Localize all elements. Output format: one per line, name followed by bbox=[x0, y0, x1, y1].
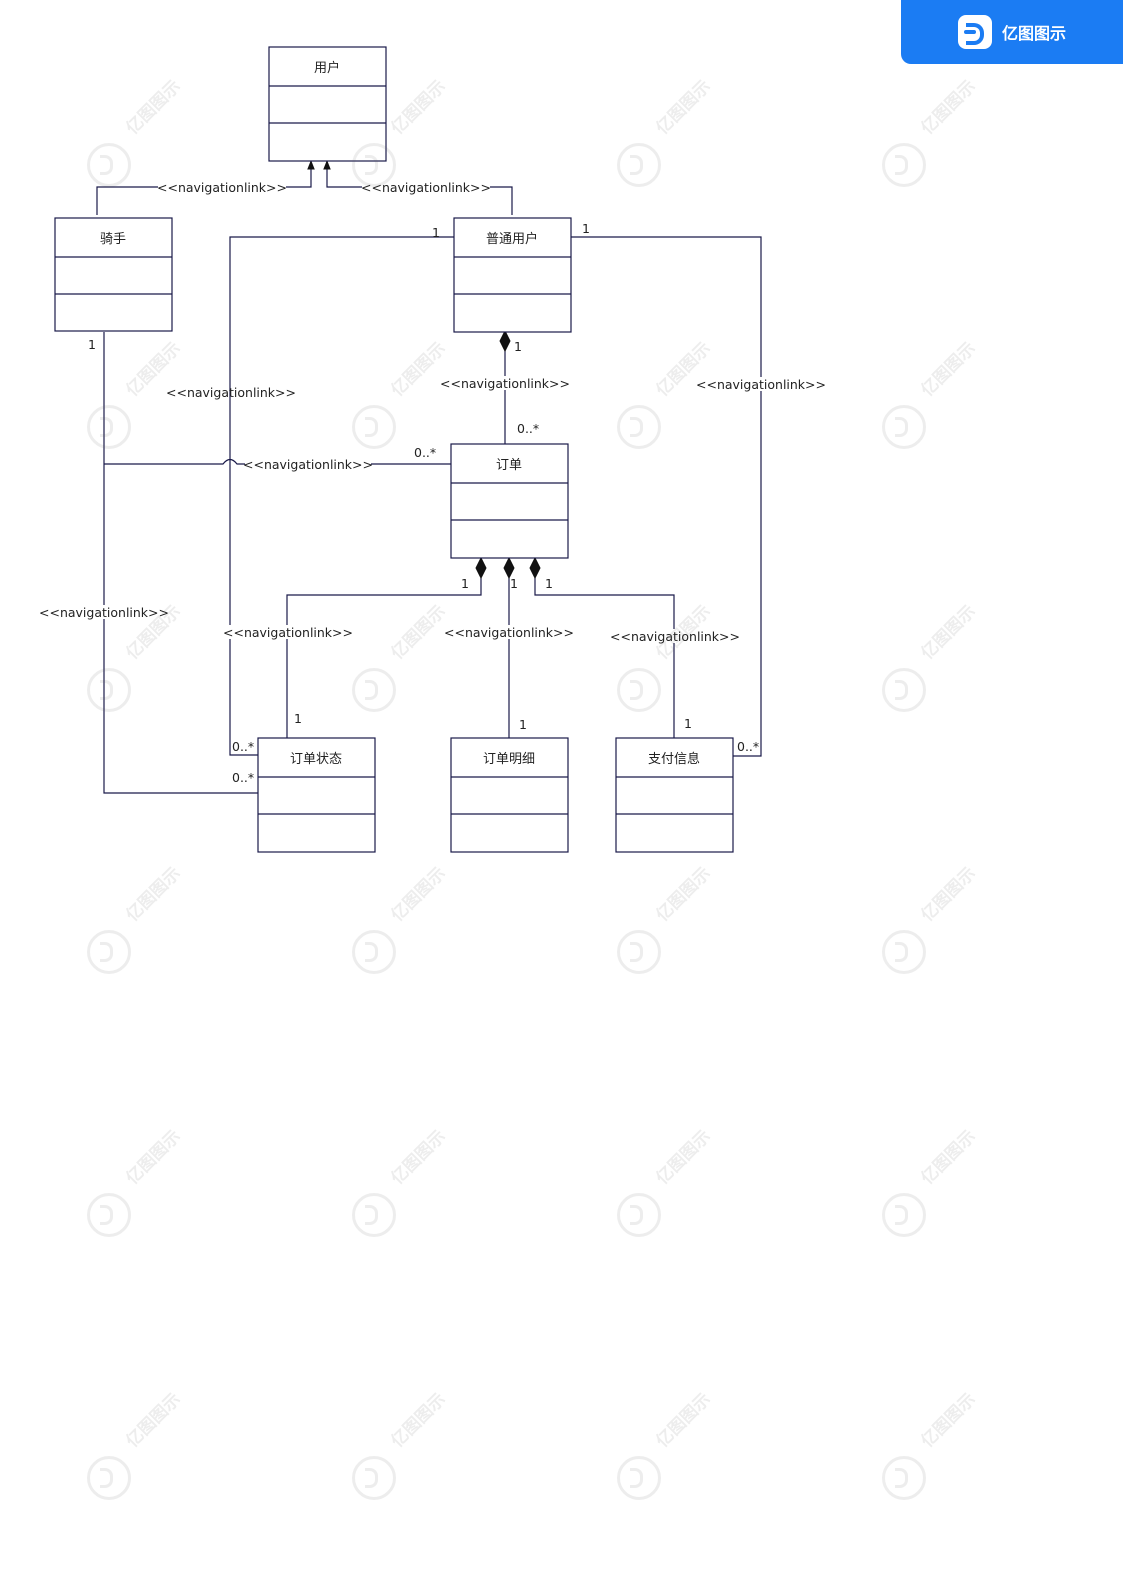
class-payment-info-name: 支付信息 bbox=[648, 751, 700, 767]
stereotype-normaluser-user: <<navigationlink>> bbox=[361, 180, 491, 195]
mult-order-payment-side: 1 bbox=[545, 576, 553, 591]
mult-payment-from-user: 0..* bbox=[737, 739, 759, 754]
class-payment-info[interactable] bbox=[615, 737, 734, 853]
class-normal-user-name: 普通用户 bbox=[486, 231, 538, 247]
mult-status-from-order: 1 bbox=[294, 711, 302, 726]
stereotype-normaluser-left: <<navigationlink>> bbox=[166, 385, 296, 400]
stereotype-order-payment: <<navigationlink>> bbox=[610, 629, 740, 644]
composition-diamond-order-detail bbox=[503, 556, 515, 580]
stereotype-order-detail: <<navigationlink>> bbox=[444, 625, 574, 640]
stereotype-rider-user: <<navigationlink>> bbox=[157, 180, 287, 195]
assoc-normaluser-payment[interactable] bbox=[570, 236, 762, 757]
brand-badge[interactable]: 亿图图示 bbox=[901, 0, 1123, 64]
edraw-logo-icon bbox=[957, 15, 992, 49]
mult-detail-from-order: 1 bbox=[519, 717, 527, 732]
stereotype-order-status: <<navigationlink>> bbox=[223, 625, 353, 640]
mult-payment-from-order: 1 bbox=[684, 716, 692, 731]
class-normal-user[interactable] bbox=[453, 217, 572, 333]
stereotype-rider-order: <<navigationlink>> bbox=[243, 457, 373, 472]
stereotype-normaluser-right: <<navigationlink>> bbox=[696, 377, 826, 392]
class-order-detail-name: 订单明细 bbox=[483, 752, 535, 767]
mult-rider: 1 bbox=[88, 337, 96, 352]
class-order[interactable] bbox=[450, 443, 569, 559]
stereotype-normaluser-order: <<navigationlink>> bbox=[440, 376, 570, 391]
assoc-normaluser-orderstatus[interactable] bbox=[229, 236, 454, 756]
mult-normaluser-left: 1 bbox=[432, 225, 440, 240]
brand-name: 亿图图示 bbox=[1001, 24, 1066, 43]
assoc-rider-orderstatus[interactable] bbox=[103, 332, 258, 794]
mult-normaluser-order: 1 bbox=[514, 339, 522, 354]
class-user-name: 用户 bbox=[314, 60, 340, 76]
composition-diamond-order-payment bbox=[529, 556, 541, 580]
class-order-status-name: 订单状态 bbox=[290, 752, 342, 767]
class-user[interactable] bbox=[268, 46, 387, 162]
mult-status-from-rider: 0..* bbox=[232, 770, 254, 785]
mult-order-status-side: 1 bbox=[461, 576, 469, 591]
stereotype-rider-status: <<navigationlink>> bbox=[39, 605, 169, 620]
mult-order-detail-side: 1 bbox=[510, 576, 518, 591]
composition-diamond-normaluser bbox=[499, 329, 511, 353]
composition-order-payment[interactable] bbox=[534, 578, 675, 738]
mult-order-from-rider: 0..* bbox=[414, 445, 436, 460]
class-rider-name: 骑手 bbox=[100, 232, 126, 247]
class-order-detail[interactable] bbox=[450, 737, 569, 853]
composition-order-orderstatus[interactable] bbox=[286, 578, 482, 738]
mult-order-from-user: 0..* bbox=[517, 421, 539, 436]
class-rider[interactable] bbox=[54, 217, 173, 332]
assoc-rider-order[interactable] bbox=[104, 458, 451, 465]
composition-diamond-order-status bbox=[475, 556, 487, 580]
mult-status-from-user: 0..* bbox=[232, 739, 254, 754]
class-order-name: 订单 bbox=[496, 458, 522, 473]
mult-normaluser-right: 1 bbox=[582, 221, 590, 236]
class-order-status[interactable] bbox=[257, 737, 376, 853]
